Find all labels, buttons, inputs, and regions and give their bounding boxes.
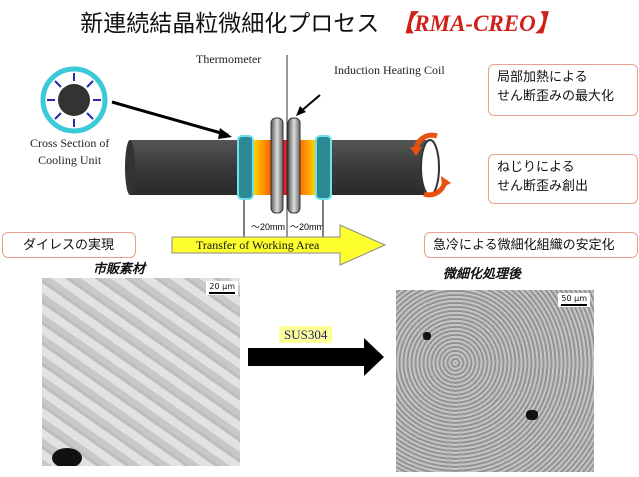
- after-caption: 微細化処理後: [443, 267, 522, 282]
- coil-ring-right: [287, 117, 301, 214]
- coil-ring-left: [270, 117, 284, 214]
- material-label: SUS304: [279, 326, 333, 343]
- title-brand: 【RMA-CREO】: [391, 11, 559, 36]
- transfer-arrow: [171, 224, 387, 266]
- thermometer-label: Thermometer: [196, 52, 262, 66]
- scale-bar-after: 50 μm: [558, 293, 590, 307]
- note-dieless: ダイレスの実現: [2, 232, 136, 258]
- transfer-label: Transfer of Working Area: [196, 238, 320, 252]
- process-diagram: [40, 55, 451, 266]
- note-quench: 急冷による微細化組織の安定化: [424, 232, 638, 258]
- note-torsion: ねじりによる せん断歪み創出: [488, 154, 638, 204]
- coil-label: Induction Heating Coil: [334, 63, 445, 77]
- scale-bar-before: 20 μm: [206, 281, 238, 295]
- heated-zone: [253, 140, 316, 195]
- cooling-cross-section-icon: [40, 66, 108, 134]
- before-caption: 市販素材: [93, 262, 146, 277]
- note-local-heating: 局部加熱による せん断歪みの最大化: [488, 64, 638, 116]
- process-arrow: [248, 338, 384, 376]
- pointer-arrow: [111, 100, 229, 137]
- cooling-ring-left: [237, 135, 254, 200]
- title-text: 新連続結晶粒微細化プロセス: [80, 11, 380, 37]
- slide-title: 新連続結晶粒微細化プロセス【RMA-CREO】: [0, 4, 639, 38]
- cooling-ring-right: [315, 135, 332, 200]
- micrograph-after: 50 μm: [396, 290, 594, 472]
- micrograph-before: 20 μm: [42, 278, 240, 466]
- dimension-right: ～20mm: [290, 222, 325, 232]
- cross-section-label: Cross Section of Cooling Unit: [30, 136, 110, 167]
- dimension-left: ～20mm: [250, 222, 285, 232]
